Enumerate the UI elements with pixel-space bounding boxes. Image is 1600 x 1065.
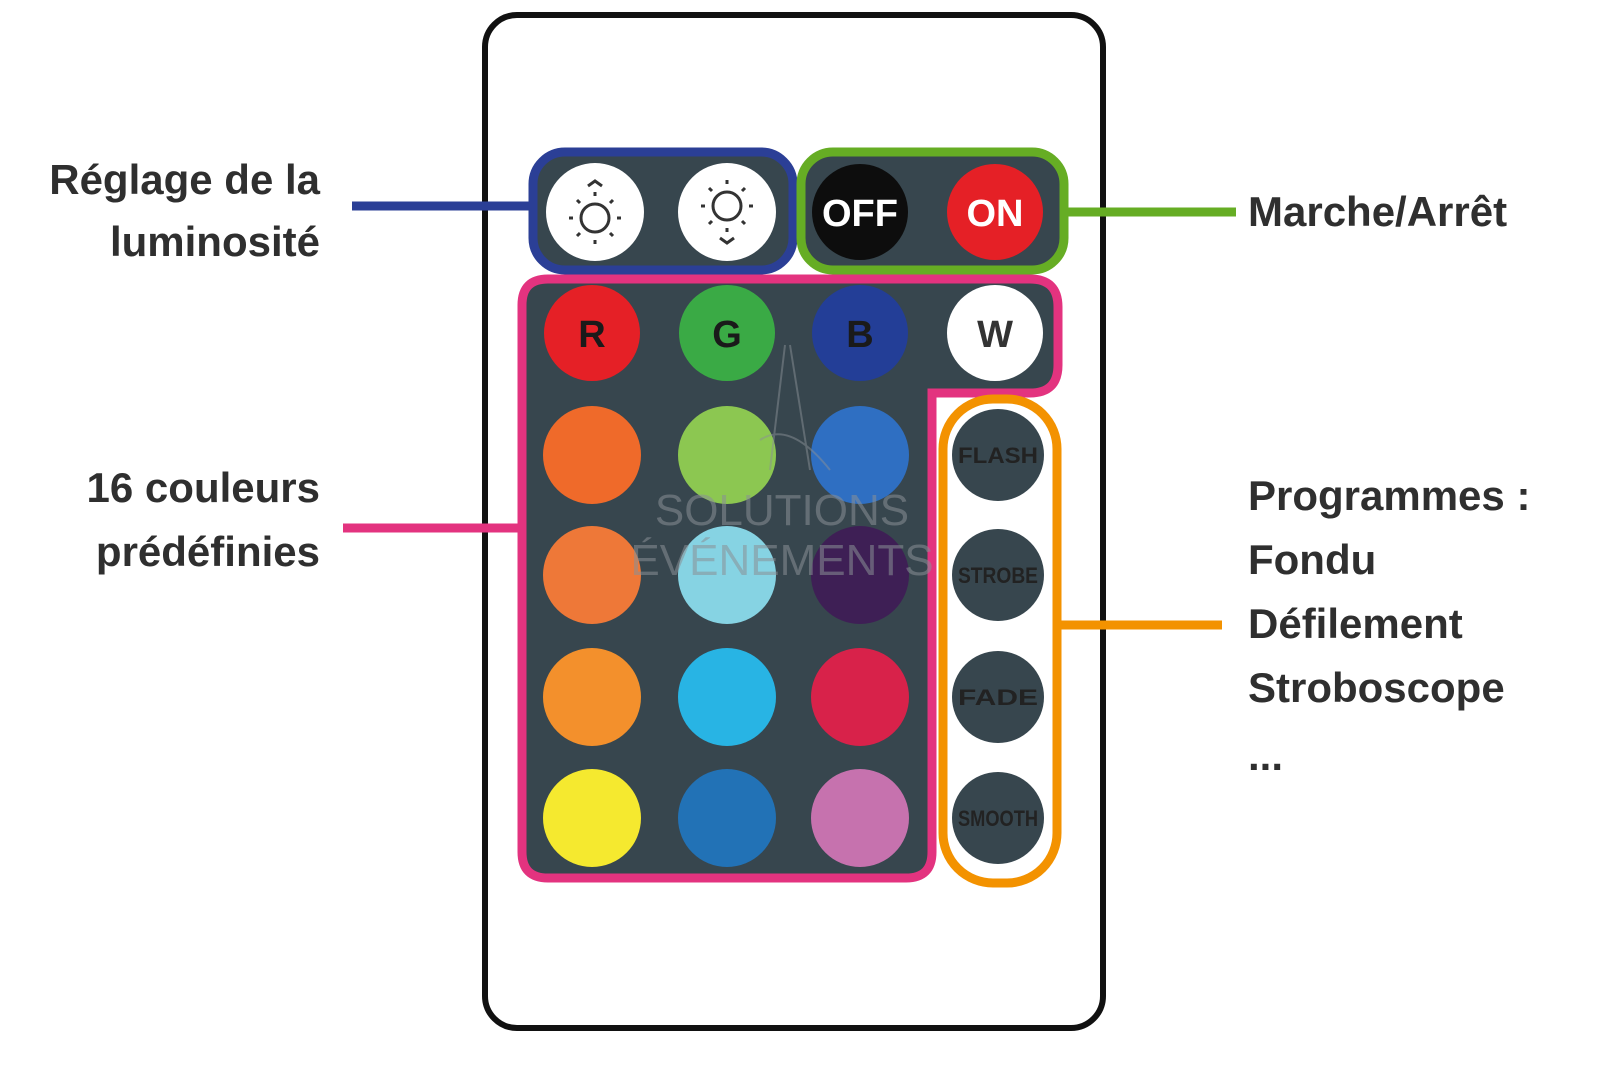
watermark-line-1: SOLUTIONS bbox=[655, 486, 909, 535]
color-button-g[interactable]: G bbox=[679, 285, 775, 381]
preset-color-button[interactable] bbox=[678, 648, 776, 746]
colors-label-1: 16 couleurs bbox=[87, 464, 320, 511]
preset-color-button[interactable] bbox=[811, 526, 909, 624]
programs-group bbox=[938, 394, 1062, 888]
program-button-flash[interactable]: FLASH bbox=[952, 409, 1044, 501]
preset-color-button[interactable] bbox=[543, 526, 641, 624]
programs-label-more: ... bbox=[1248, 732, 1283, 779]
color-button-r[interactable]: R bbox=[544, 285, 640, 381]
on-button[interactable]: ON bbox=[947, 164, 1043, 260]
on-label: ON bbox=[967, 193, 1024, 235]
brightness-down-button[interactable] bbox=[678, 163, 776, 261]
preset-color-button[interactable] bbox=[811, 769, 909, 867]
brightness-label-1: Réglage de la bbox=[49, 156, 320, 203]
eiffel-tower-logo bbox=[759, 344, 831, 471]
watermark-line-2: ÉVÉNEMENTS bbox=[630, 536, 933, 585]
color-button-label: W bbox=[977, 314, 1013, 356]
preset-color-button[interactable] bbox=[678, 526, 776, 624]
color-button-label: R bbox=[578, 314, 605, 356]
preset-color-button[interactable] bbox=[543, 406, 641, 504]
programs-label-fondu: Fondu bbox=[1248, 536, 1376, 583]
colors-group bbox=[517, 274, 1063, 883]
off-label: OFF bbox=[822, 193, 898, 235]
program-button-label: FADE bbox=[958, 685, 1038, 710]
program-button-label: STROBE bbox=[958, 563, 1038, 588]
sun-down-icon bbox=[701, 180, 753, 245]
programs-label-title: Programmes : bbox=[1248, 472, 1530, 519]
power-label: Marche/Arrêt bbox=[1248, 188, 1507, 235]
color-button-b[interactable]: B bbox=[812, 285, 908, 381]
programs-label-defilement: Défilement bbox=[1248, 600, 1463, 647]
brightness-up-button[interactable] bbox=[546, 163, 644, 261]
preset-color-button[interactable] bbox=[678, 406, 776, 504]
off-button[interactable]: OFF bbox=[812, 164, 908, 260]
preset-color-button[interactable] bbox=[811, 648, 909, 746]
program-button-fade[interactable]: FADE bbox=[952, 651, 1044, 743]
program-button-label: SMOOTH bbox=[958, 806, 1038, 831]
program-button-smooth[interactable]: SMOOTH bbox=[952, 772, 1044, 864]
color-button-label: B bbox=[846, 314, 873, 356]
preset-color-button[interactable] bbox=[811, 406, 909, 504]
color-button-w[interactable]: W bbox=[947, 285, 1043, 381]
preset-color-button[interactable] bbox=[678, 769, 776, 867]
preset-color-button[interactable] bbox=[543, 648, 641, 746]
watermark: SOLUTIONS ÉVÉNEMENTS bbox=[630, 344, 934, 585]
sun-up-icon bbox=[569, 179, 621, 244]
programs-label-stroboscope: Stroboscope bbox=[1248, 664, 1505, 711]
color-button-label: G bbox=[712, 314, 742, 356]
program-button-strobe[interactable]: STROBE bbox=[952, 529, 1044, 621]
brightness-label-2: luminosité bbox=[110, 218, 320, 265]
colors-label-2: prédéfinies bbox=[96, 528, 320, 575]
program-button-label: FLASH bbox=[958, 443, 1038, 468]
preset-color-button[interactable] bbox=[543, 769, 641, 867]
